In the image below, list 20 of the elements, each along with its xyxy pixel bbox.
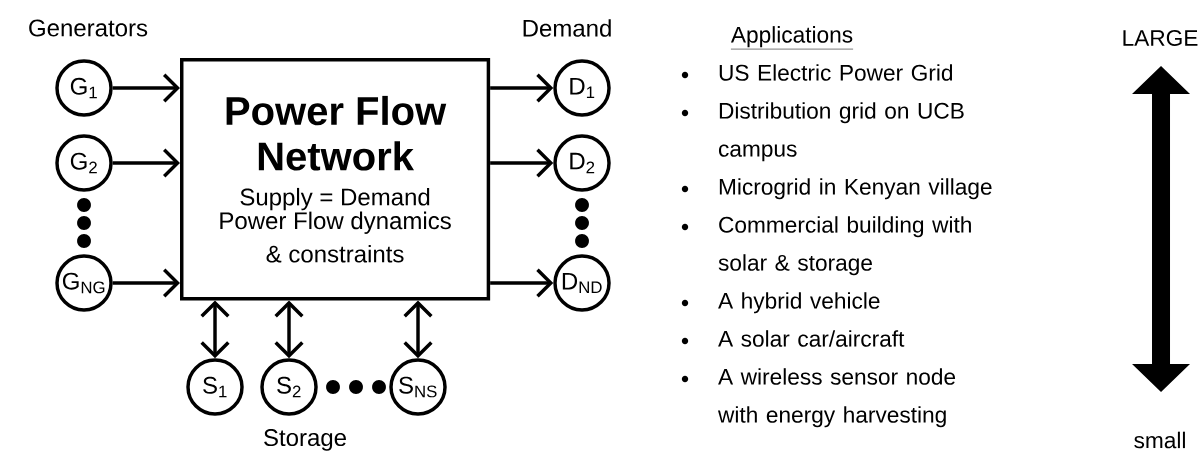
arrow — [112, 73, 180, 103]
group-label: Generators — [29, 19, 148, 37]
arrow — [490, 148, 554, 178]
arrow — [112, 148, 180, 178]
arrow — [490, 73, 554, 103]
scale-label: small — [1134, 431, 1185, 449]
arrow — [112, 268, 180, 298]
list-item: Distribution grid on UCB campus — [718, 102, 964, 162]
scale-label: LARGE — [1123, 30, 1198, 47]
list-item: Microgrid in Kenyan village — [719, 178, 992, 200]
group-label: Demand — [523, 19, 611, 37]
group-label: Storage — [264, 429, 346, 451]
list-item: US Electric Power Grid — [719, 64, 953, 81]
process-box: Power Flow Network Supply = Demand Power Flow dynamics & constraints — [180, 58, 491, 301]
list-item: A hybrid vehicle — [718, 292, 880, 314]
section-heading: Applications — [730, 26, 854, 50]
list-item: A wireless sensor node with energy harvesting — [717, 368, 956, 428]
list-item: Commercial building with solar & storage — [718, 216, 971, 276]
arrow — [490, 268, 554, 298]
list-item: A solar car/aircraft — [718, 330, 905, 347]
